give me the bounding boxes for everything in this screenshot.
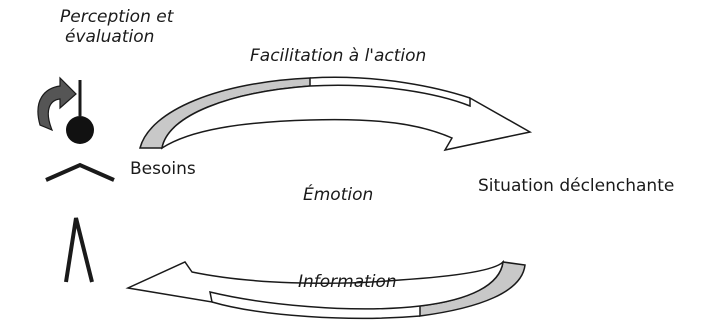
emotion-label: Émotion bbox=[303, 185, 374, 205]
information-label: Information bbox=[298, 272, 397, 292]
information-arrow bbox=[125, 259, 526, 320]
besoins-label: Besoins bbox=[130, 159, 196, 179]
perception-label: Perception et évaluation bbox=[60, 7, 174, 47]
figure-head bbox=[66, 116, 94, 144]
stick-figure-icon bbox=[45, 80, 115, 283]
perception-label-line1: Perception et bbox=[60, 7, 174, 27]
figure-arms bbox=[45, 162, 115, 182]
figure-legs bbox=[64, 217, 94, 283]
perception-label-line2: évaluation bbox=[65, 26, 155, 47]
facilitation-label: Facilitation à l'action bbox=[250, 46, 427, 66]
facilitation-arrow bbox=[139, 76, 533, 152]
curved-loop-arrow-icon bbox=[37, 76, 77, 132]
situation-label: Situation déclenchante bbox=[478, 176, 675, 196]
